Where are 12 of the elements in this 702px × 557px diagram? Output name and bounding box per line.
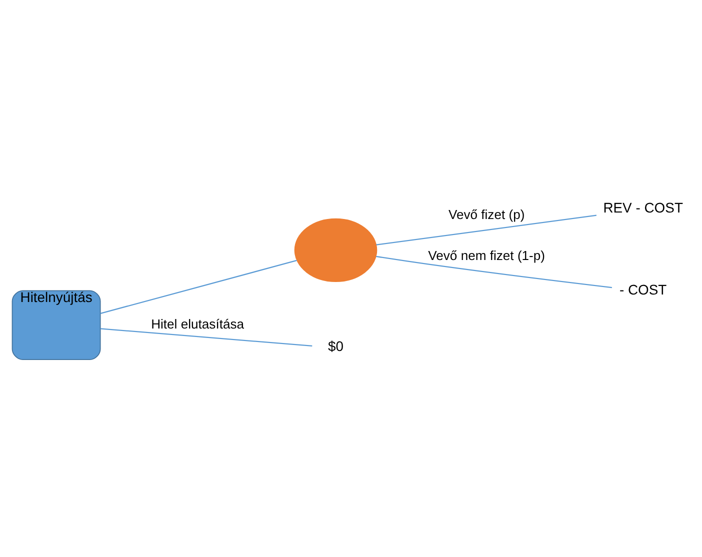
node-circle (294, 218, 378, 282)
connector (100, 328, 312, 347)
connector (100, 260, 297, 314)
edge-label: Vevő fizet (p) (448, 206, 525, 222)
node-text: REV - COST (603, 199, 683, 216)
connector (376, 256, 612, 288)
node-text: - COST (619, 281, 667, 298)
node-text: $0 (328, 338, 344, 354)
connector (376, 214, 596, 246)
node-box: Hitelnyújtás (12, 290, 101, 360)
edge-label: Hitel elutasítása (151, 316, 244, 332)
edge-label: Vevő nem fizet (1-p) (428, 248, 546, 263)
